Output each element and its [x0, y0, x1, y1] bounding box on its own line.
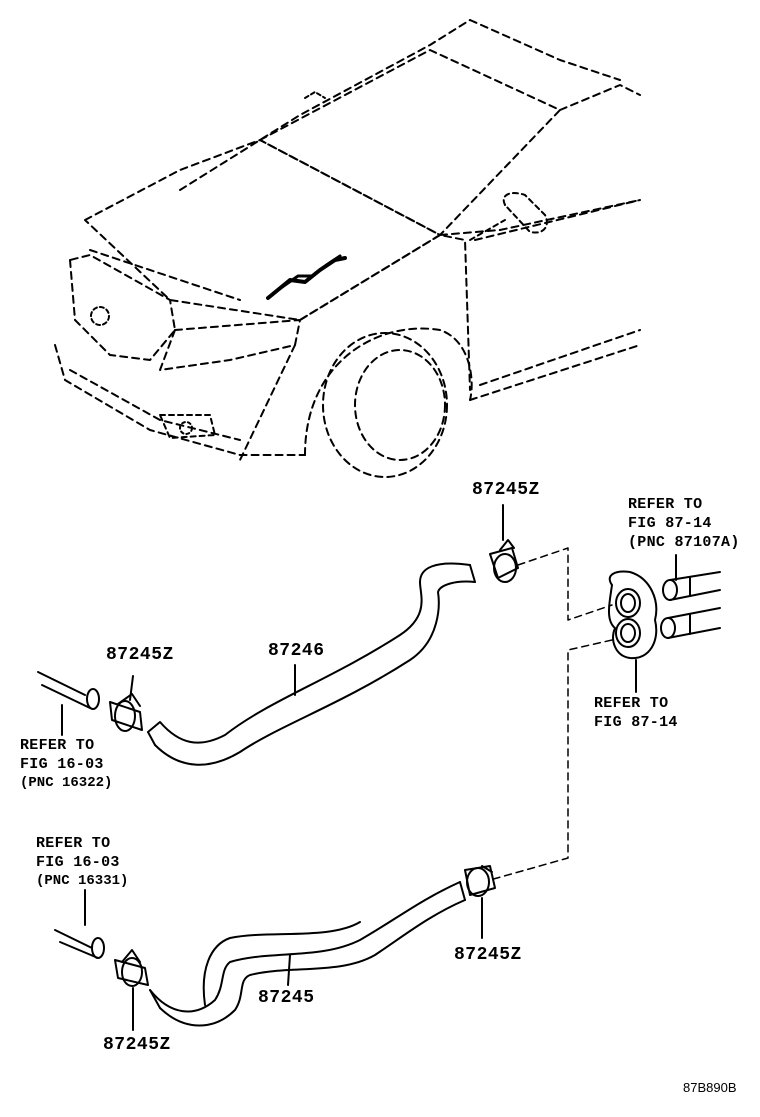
ref-left-lower-line3: (PNC 16331) [36, 873, 129, 889]
ref-left-lower-line1: REFER TO [36, 835, 111, 852]
callout-clamp-bottom: 87245Z [103, 1035, 171, 1055]
leader-clamp-left-upper [129, 675, 134, 701]
ref-left-upper-line1: REFER TO [20, 737, 95, 754]
callout-hose-87245: 87245 [258, 988, 315, 1008]
callout-clamp-top: 87245Z [472, 480, 540, 500]
car-body-illustration [54, 19, 641, 478]
clamp-lower-right [464, 865, 496, 897]
clamp-left-upper [109, 693, 143, 732]
illustration-code: 87B890B [683, 1080, 737, 1095]
ref-upper-right-line2: FIG 87-14 [628, 515, 712, 532]
pipe-left-upper [37, 671, 100, 710]
pipe-left-lower [54, 929, 105, 959]
ref-left-upper-line3: (PNC 16322) [20, 775, 113, 791]
callout-clamp-lower-right: 87245Z [454, 945, 522, 965]
ref-upper-right-line1: REFER TO [628, 496, 703, 513]
ref-upper-right-line3: (PNC 87107A) [628, 534, 740, 551]
clamp-top [489, 539, 519, 583]
heater-fitting [608, 570, 721, 660]
leader-hose-87245 [287, 954, 291, 986]
hose-87245 [149, 881, 466, 1027]
connection-dashes [489, 547, 613, 881]
ref-left-upper-line2: FIG 16-03 [20, 756, 104, 773]
callout-clamp-left-upper: 87245Z [106, 645, 174, 665]
clamp-bottom [114, 949, 149, 987]
ref-left-lower-line2: FIG 16-03 [36, 854, 120, 871]
hose-87246 [147, 562, 476, 766]
ref-middle-right-line1: REFER TO [594, 695, 669, 712]
ref-middle-right-line2: FIG 87-14 [594, 714, 678, 731]
callout-hose-87246: 87246 [268, 641, 325, 661]
